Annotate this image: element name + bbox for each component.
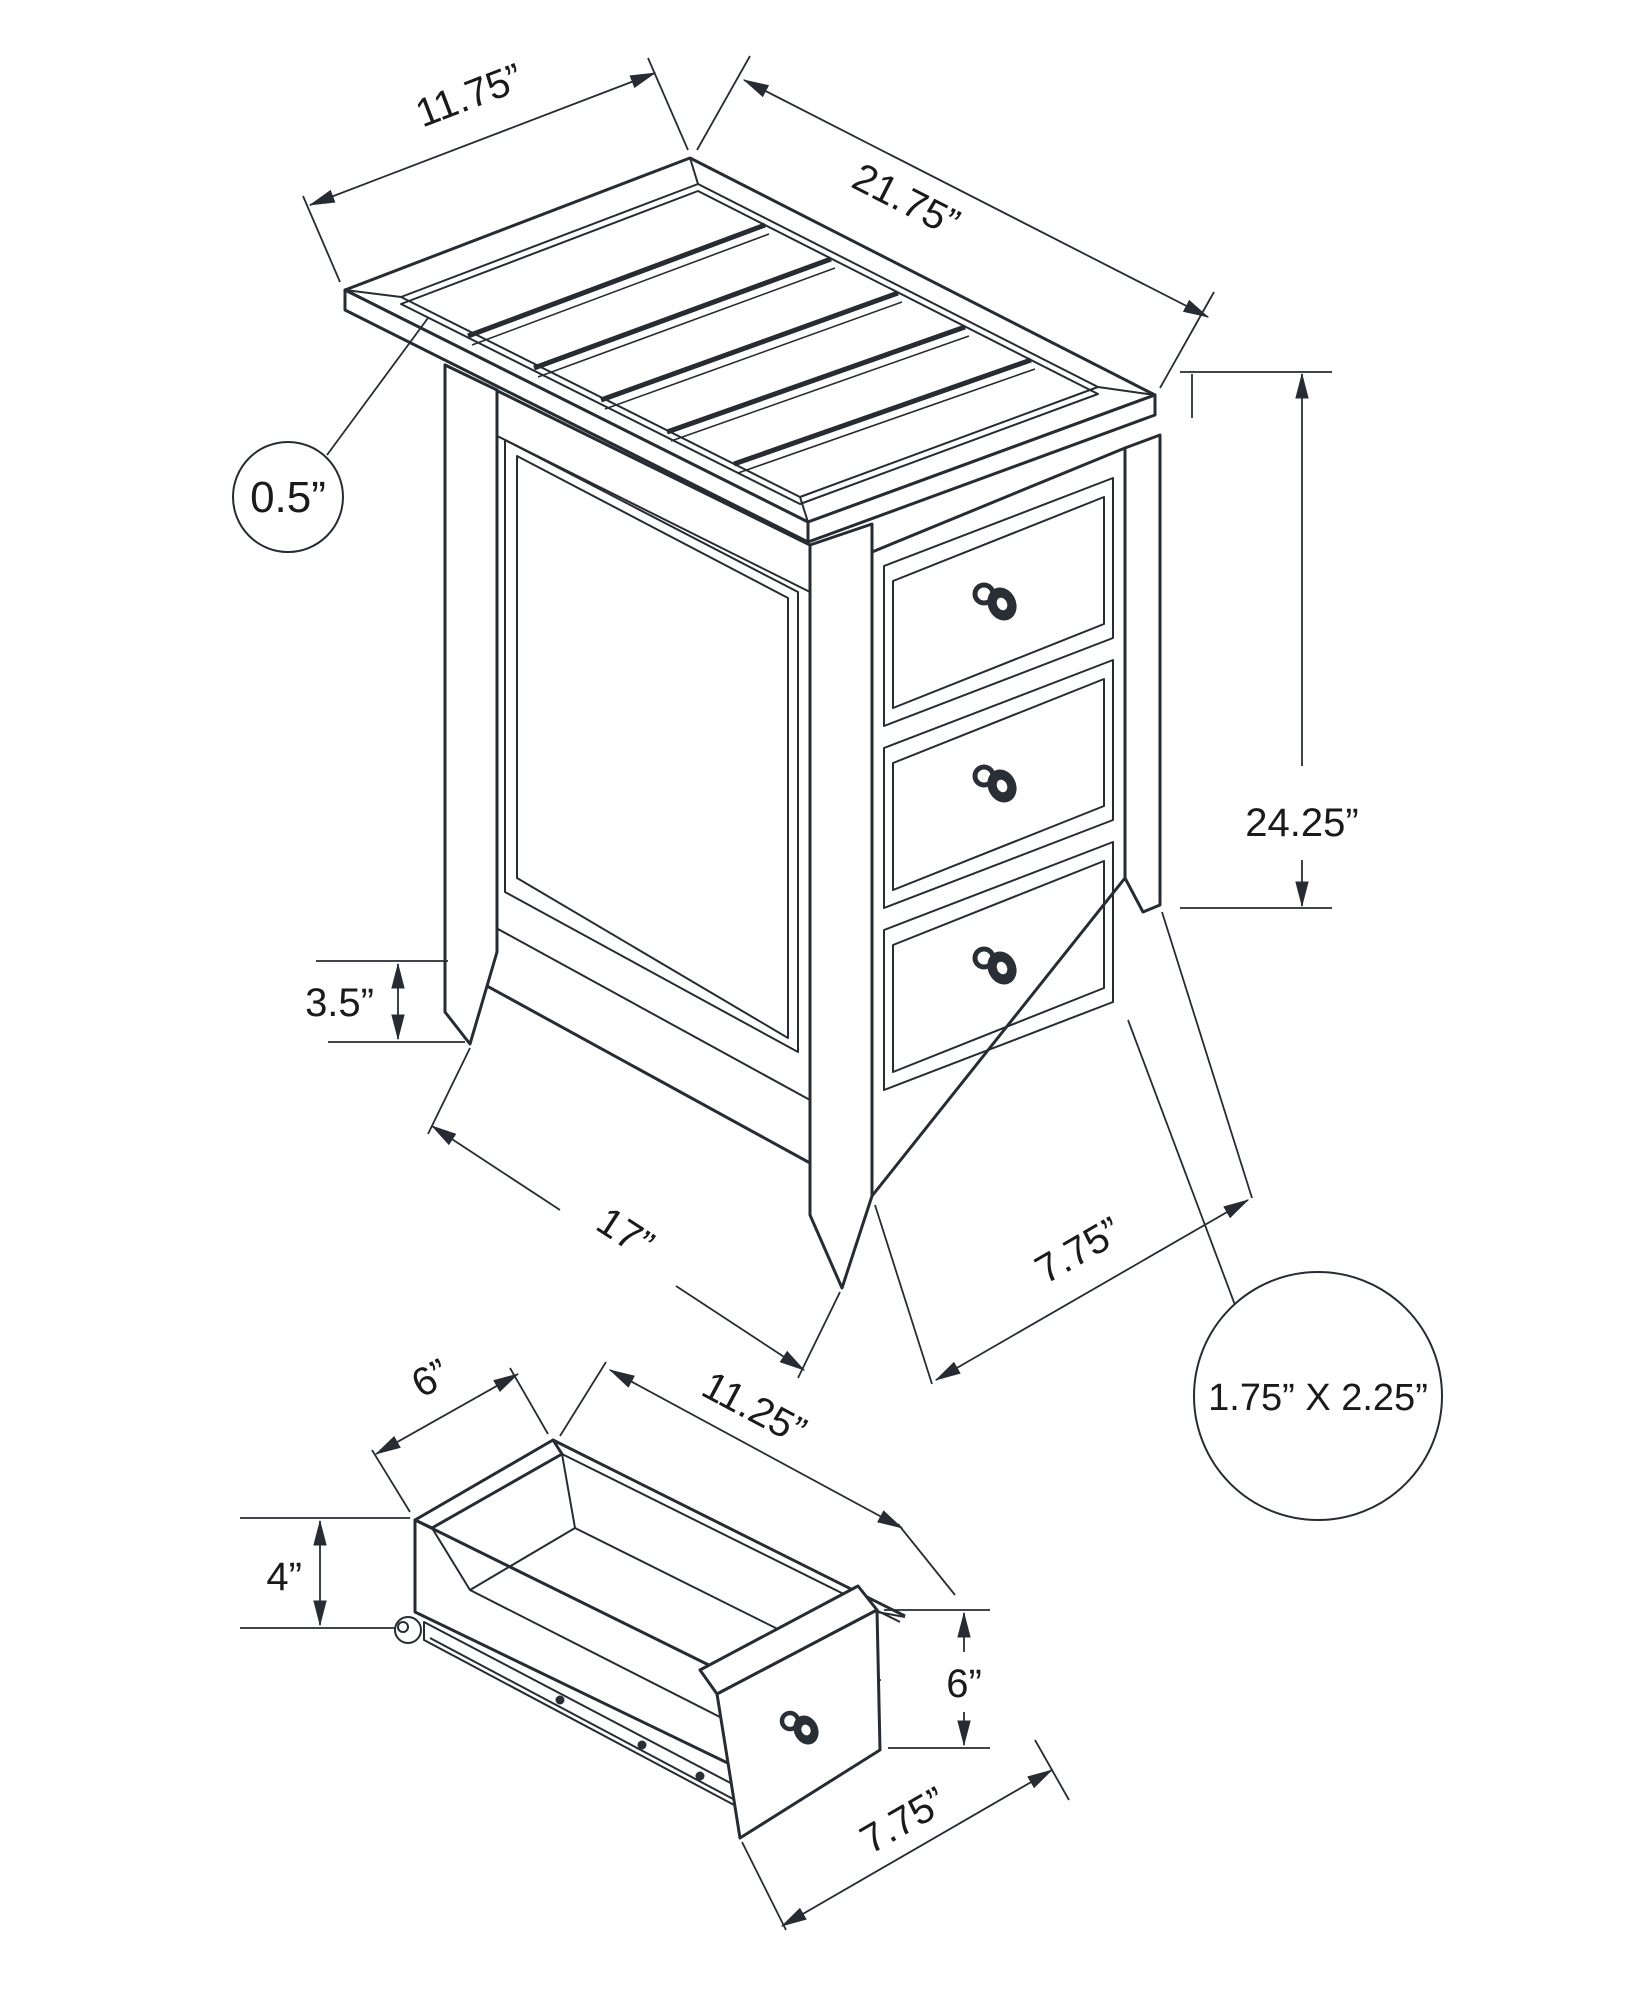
dim-label-height: 24.25” <box>1245 801 1358 845</box>
drawer-front-panel <box>698 1584 882 1840</box>
table-legs <box>443 363 1162 1290</box>
drawer-detail-view: 6” 11.25” 4” 6” 7.75” <box>240 1351 1070 1931</box>
drawer-front-2 <box>883 659 1114 909</box>
callout-leg-cross-section: 1.75” X 2.25” <box>1127 1019 1443 1521</box>
dim-label-drawer-box-height: 4” <box>266 1555 302 1599</box>
drawer-front-1 <box>883 477 1114 727</box>
dim-drawer-box-height: 4” <box>240 1517 410 1629</box>
dim-label-top-thickness: 0.5” <box>250 473 326 522</box>
drawer-knob-2 <box>972 764 1017 803</box>
drawer-front-3 <box>883 841 1114 1091</box>
dim-drawer-inner-length: 11.25” <box>559 1361 956 1596</box>
dim-label-drawer-front-height: 6” <box>946 1662 982 1706</box>
drawer-knob-1 <box>972 582 1017 621</box>
dim-label-side-length: 17” <box>589 1199 661 1267</box>
callout-top-thickness: 0.5” <box>232 317 429 553</box>
dim-label-leg-clearance: 3.5” <box>305 981 374 1025</box>
dim-height: 24.25” <box>1180 371 1359 909</box>
dim-drawer-inner-width: 6” <box>371 1351 549 1513</box>
table-isometric-view: 11.75” 21.75” 24.25” 3.5” <box>232 56 1443 1521</box>
dim-label-drawer-inner-width: 6” <box>404 1351 456 1407</box>
dim-label-drawer-inner-length: 11.25” <box>695 1363 813 1454</box>
drawer-knob-3 <box>972 946 1017 985</box>
dim-leg-clearance: 3.5” <box>305 960 465 1043</box>
dim-label-leg-cross-section: 1.75” X 2.25” <box>1208 1377 1428 1419</box>
tabletop <box>343 156 1157 544</box>
dim-label-top-width: 11.75” <box>410 56 529 137</box>
dim-drawer-front-height: 6” <box>884 1609 990 1749</box>
dim-label-drawer-front-width: 7.75” <box>853 1779 954 1863</box>
drawer-panel-knob <box>779 1710 819 1745</box>
drawer-bank <box>870 446 1127 1198</box>
tabletop-slats <box>467 222 1036 474</box>
dim-label-top-depth: 21.75” <box>845 155 966 246</box>
dim-label-front-width: 7.75” <box>1028 1209 1129 1293</box>
